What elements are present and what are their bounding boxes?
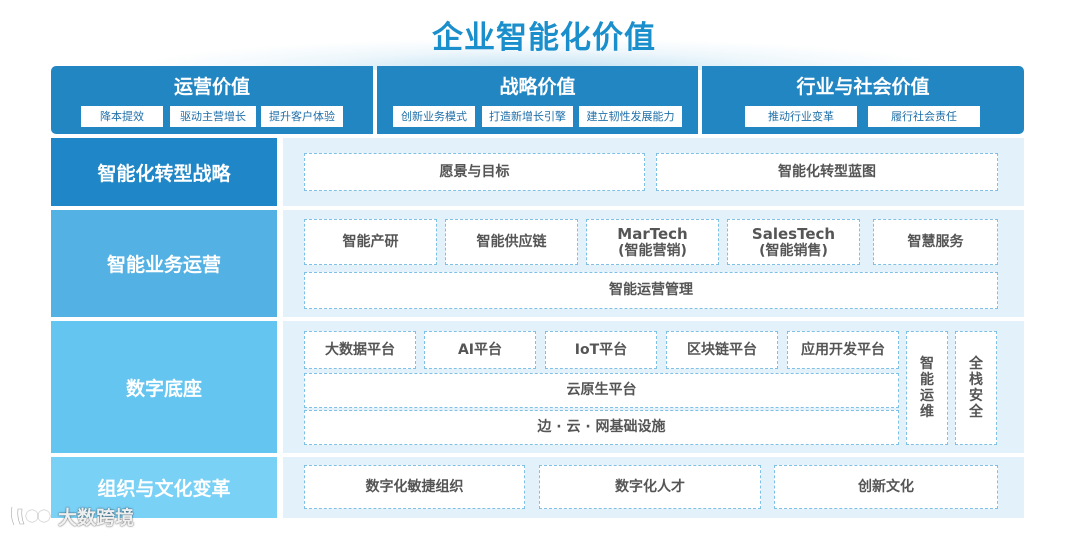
layer-label-strategy: 智能化转型战略 — [51, 138, 277, 206]
side-char: 能 — [920, 371, 934, 388]
value-chip: 履行社会责任 — [868, 106, 980, 127]
org-item: 数字化敏捷组织 — [304, 465, 525, 509]
value-chip: 创新业务模式 — [393, 106, 475, 127]
operations-item-label: MarTech — [617, 224, 688, 243]
operations-item: 智能供应链 — [445, 219, 578, 265]
title-glow — [150, 40, 930, 70]
value-title: 行业与社会价值 — [796, 76, 930, 98]
value-chip: 提升客户体验 — [261, 106, 343, 127]
side-char: 维 — [920, 404, 934, 421]
strategy-item: 愿景与目标 — [304, 153, 645, 191]
side-item-security: 全 栈 安 全 — [955, 331, 997, 445]
side-item-ops: 智 能 运 维 — [906, 331, 948, 445]
operations-item: MarTech (智能营销) — [586, 219, 719, 265]
operations-item-sublabel: (智能营销) — [618, 242, 687, 259]
platform-item: 大数据平台 — [304, 331, 416, 369]
value-chip: 打造新增长引擎 — [482, 106, 573, 127]
operations-item: SalesTech (智能销售) — [727, 219, 860, 265]
side-char: 全 — [969, 404, 983, 421]
org-item: 创新文化 — [774, 465, 998, 509]
value-title: 运营价值 — [173, 76, 250, 98]
page-title: 企业智能化价值 — [432, 20, 656, 56]
org-item: 数字化人才 — [539, 465, 761, 509]
layer-label-digital: 数字底座 — [51, 321, 277, 453]
watermark-text: 大数跨境 — [58, 506, 135, 529]
brand-logo-icon — [10, 505, 51, 527]
side-char: 安 — [969, 388, 983, 404]
value-chip: 建立韧性发展能力 — [579, 106, 682, 127]
infrastructure: 边 · 云 · 网基础设施 — [304, 410, 899, 445]
value-title: 战略价值 — [499, 76, 576, 98]
platform-item: 区块链平台 — [666, 331, 778, 369]
side-char: 智 — [920, 355, 934, 372]
side-char: 运 — [920, 388, 934, 404]
platform-item: 应用开发平台 — [787, 331, 899, 369]
operations-item: 智慧服务 — [873, 219, 998, 265]
strategy-item: 智能化转型蓝图 — [656, 153, 998, 191]
operations-item-label: 智慧服务 — [907, 233, 964, 250]
operations-item-label: 智能供应链 — [476, 233, 547, 250]
cloud-native-platform: 云原生平台 — [304, 373, 899, 408]
value-chip: 推动行业变革 — [745, 106, 857, 127]
operations-item: 智能产研 — [304, 219, 437, 265]
operations-item-label: 智能产研 — [342, 233, 399, 250]
platform-item: AI平台 — [424, 331, 536, 369]
layer-label-org: 组织与文化变革 — [51, 457, 277, 518]
operations-bottom-item: 智能运营管理 — [304, 272, 998, 309]
operations-item-sublabel: (智能销售) — [759, 242, 828, 259]
platform-item: IoT平台 — [545, 331, 657, 369]
value-industry-society: 行业与社会价值 推动行业变革 履行社会责任 — [702, 66, 1024, 134]
operations-item-label: SalesTech — [751, 224, 836, 243]
value-operations: 运营价值 降本提效 驱动主营增长 提升客户体验 — [51, 66, 373, 134]
value-strategy: 战略价值 创新业务模式 打造新增长引擎 建立韧性发展能力 — [377, 66, 698, 134]
side-char: 栈 — [969, 371, 983, 388]
watermark: 大数跨境 — [8, 501, 134, 531]
layer-label-operations: 智能业务运营 — [51, 210, 277, 317]
value-chip: 驱动主营增长 — [170, 106, 256, 127]
side-char: 全 — [969, 355, 983, 372]
value-chip: 降本提效 — [81, 106, 163, 127]
